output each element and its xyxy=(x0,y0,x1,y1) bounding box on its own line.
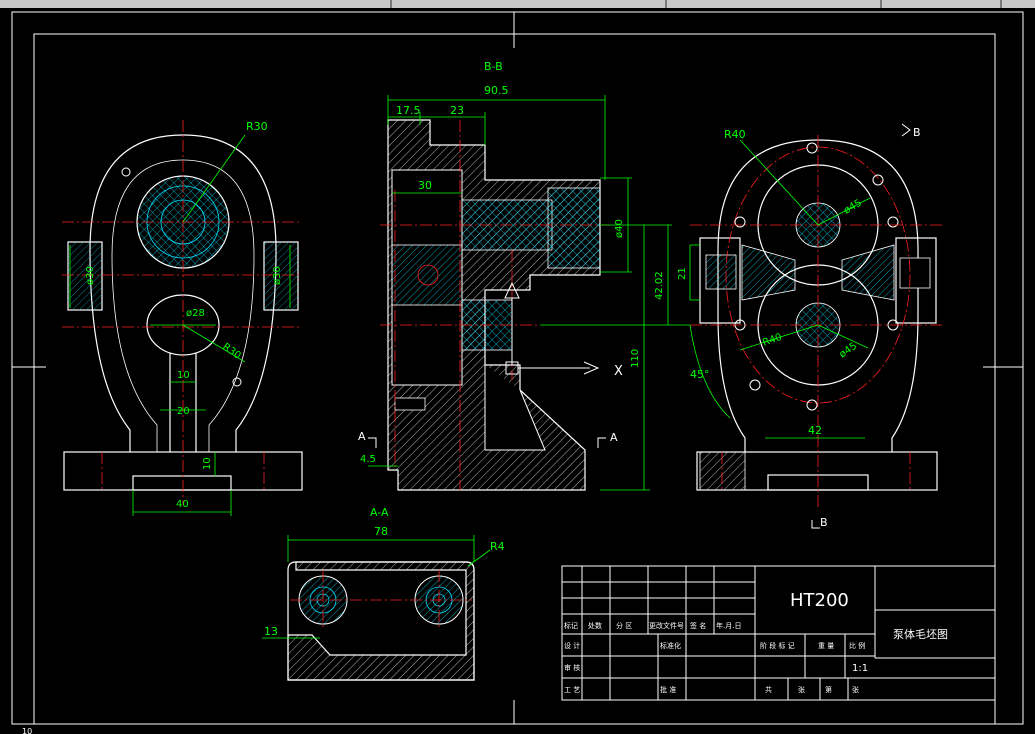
title-row2-1: 标准化 xyxy=(660,641,681,650)
dim-bb-phi40: ø40 xyxy=(614,219,625,238)
title-row1-1: 处数 xyxy=(588,621,602,630)
dim-bb-42-02: 42.02 xyxy=(654,271,665,300)
dim-bb-90-5: 90.5 xyxy=(484,84,509,97)
title-row4b-0: 共 xyxy=(765,685,772,694)
side-view: R40 ø45 21 R40 ø45 45° 42 B B xyxy=(677,123,945,529)
title-row1-5: 年.月.日 xyxy=(716,621,741,630)
section-mark-b-bottom: B xyxy=(820,516,828,529)
dim-side-21: 21 xyxy=(677,267,688,280)
title-row4-1: 批 准 xyxy=(660,685,676,694)
section-bb-view: B-B X xyxy=(358,60,690,491)
title-row4b-1: 张 xyxy=(798,685,805,694)
title-row1-2: 分 区 xyxy=(616,621,632,630)
dim-bb-30: 30 xyxy=(418,179,432,192)
title-row1-0: 标记 xyxy=(564,621,578,630)
section-aa-label: A-A xyxy=(370,506,389,519)
title-row1-3: 更改文件号 xyxy=(649,621,684,630)
dim-front-phi28: ø28 xyxy=(186,308,205,319)
dim-side-42: 42 xyxy=(808,424,822,437)
dim-side-r40-top: R40 xyxy=(724,128,746,141)
dim-aa-78: 78 xyxy=(374,525,388,538)
title-row3-0: 审 核 xyxy=(564,663,580,672)
title-row2b-2: 比 例 xyxy=(849,641,865,650)
dim-front-40: 40 xyxy=(176,499,189,510)
window-top-strip xyxy=(0,0,1035,8)
dim-side-phi45-low: ø45 xyxy=(837,341,859,361)
title-row4b-2: 第 xyxy=(825,685,832,694)
dim-bb-4-5: 4.5 xyxy=(360,454,376,465)
dim-bb-110: 110 xyxy=(630,349,641,368)
section-mark-a-right: A xyxy=(610,431,618,444)
bottom-left-cropped-text: 10 xyxy=(22,727,32,734)
section-mark-b-top: B xyxy=(913,126,921,139)
title-row1-4: 签 名 xyxy=(690,621,706,630)
title-row2b-1: 重 量 xyxy=(818,642,834,650)
drawing-frame xyxy=(11,11,1024,725)
title-scale: 1:1 xyxy=(852,663,868,674)
title-drawing-name: 泵体毛坯图 xyxy=(893,627,948,641)
section-mark-a-left: A xyxy=(358,430,366,443)
section-aa-view: A-A 78 R4 13 xyxy=(262,506,505,681)
front-view: R30 ø30 ø30 ø28 R30 10 20 10 40 xyxy=(62,120,303,516)
dim-aa-13: 13 xyxy=(264,625,278,638)
dim-front-r30-top: R30 xyxy=(246,120,268,133)
title-row2-0: 设 计 xyxy=(564,641,580,650)
title-row4-0: 工 艺 xyxy=(564,686,580,694)
title-material: HT200 xyxy=(790,590,849,611)
dim-front-20: 20 xyxy=(177,406,190,417)
axis-x-mark: X xyxy=(614,364,623,379)
dim-aa-r4: R4 xyxy=(490,540,505,553)
dim-front-phi30-right: ø30 xyxy=(272,266,283,285)
dim-side-phi45-top: ø45 xyxy=(842,198,864,217)
dim-bb-17-5: 17.5 xyxy=(396,104,421,117)
dim-front-10-b: 10 xyxy=(202,457,213,470)
title-row2b-0: 阶 段 标 记 xyxy=(760,641,795,650)
dim-side-45deg: 45° xyxy=(690,368,710,381)
dim-front-10-a: 10 xyxy=(177,370,190,381)
dim-side-r40-low: R40 xyxy=(761,332,783,349)
title-block: HT200 泵体毛坯图 1:1 标记 处数 分 区 更改文件号 签 名 年.月.… xyxy=(561,565,996,701)
dim-bb-23: 23 xyxy=(450,104,464,117)
title-row4b-3: 张 xyxy=(852,685,859,694)
section-bb-label: B-B xyxy=(484,60,503,73)
dim-front-phi30-left: ø30 xyxy=(85,266,96,285)
